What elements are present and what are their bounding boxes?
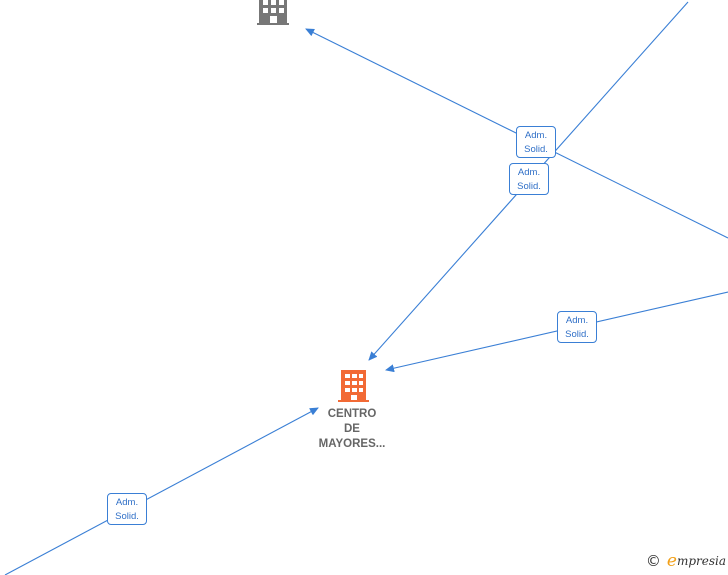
building-icon[interactable] xyxy=(338,370,369,402)
brand-logo-initial: e xyxy=(666,551,677,571)
relation-line2: Solid. xyxy=(517,181,541,192)
brand-logo-text: mpresia xyxy=(676,554,726,568)
relation-line1: Adm. xyxy=(115,497,139,508)
relation-line1: Adm. xyxy=(524,130,548,141)
relation-line1: Adm. xyxy=(565,315,589,326)
node-label-line: CENTRO xyxy=(327,408,377,420)
node-label-line: MAYORES... xyxy=(318,438,386,450)
relation-badge[interactable]: Adm. Solid. xyxy=(557,311,597,343)
relation-line2: Solid. xyxy=(524,144,548,155)
copyright-icon: © xyxy=(645,552,661,570)
relation-line2: Solid. xyxy=(115,511,139,522)
relation-line2: Solid. xyxy=(565,329,589,340)
relation-line1: Adm. xyxy=(517,167,541,178)
relation-badge[interactable]: Adm. Solid. xyxy=(107,493,147,525)
edge-bottomleft-to-centro xyxy=(4,407,319,575)
relation-badge[interactable]: Adm. Solid. xyxy=(509,163,549,195)
node-label-centro-de-mayores[interactable]: CENTRO DE MAYORES... xyxy=(297,407,407,452)
node-label-line: DE xyxy=(344,423,360,435)
building-icon[interactable] xyxy=(257,0,289,25)
footer-brand: © e mpresia xyxy=(646,551,726,571)
relation-badge[interactable]: Adm. Solid. xyxy=(516,126,556,158)
